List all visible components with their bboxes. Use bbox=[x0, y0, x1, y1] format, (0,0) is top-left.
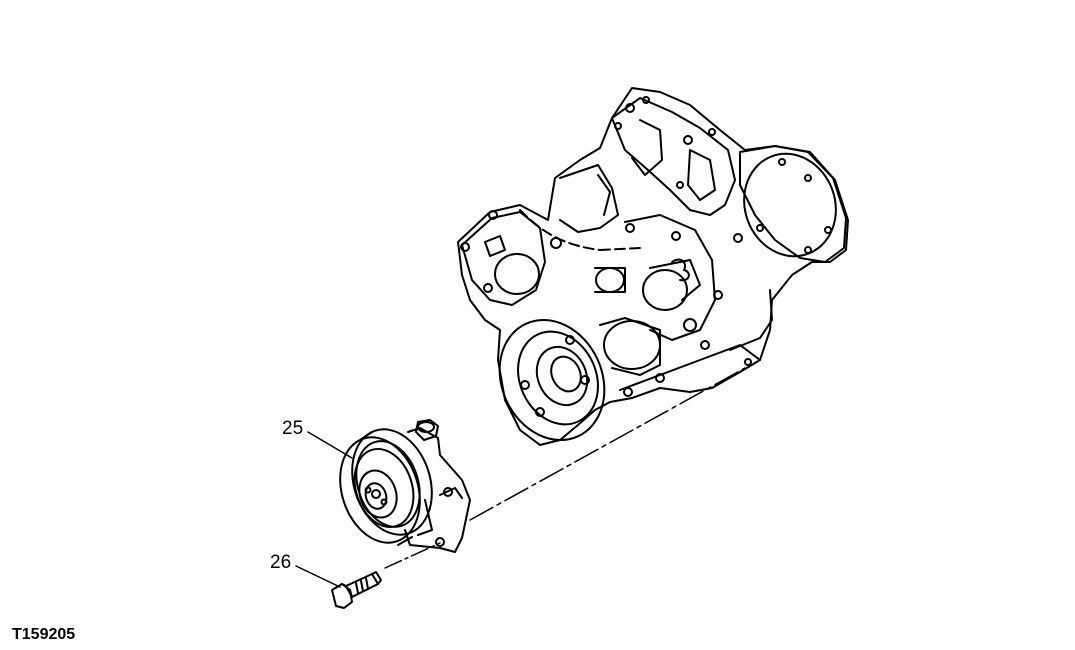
leader-line-25 bbox=[308, 432, 352, 458]
engine-front-plate bbox=[458, 88, 850, 457]
figure-id: T159205 bbox=[12, 626, 76, 643]
assembly-center-line bbox=[470, 368, 745, 520]
leader-line-26 bbox=[296, 566, 340, 587]
cap-screw bbox=[332, 572, 381, 608]
callout-26: 26 bbox=[270, 552, 292, 573]
callout-25: 25 bbox=[282, 418, 304, 439]
idler-pulley-assembly bbox=[327, 419, 470, 553]
